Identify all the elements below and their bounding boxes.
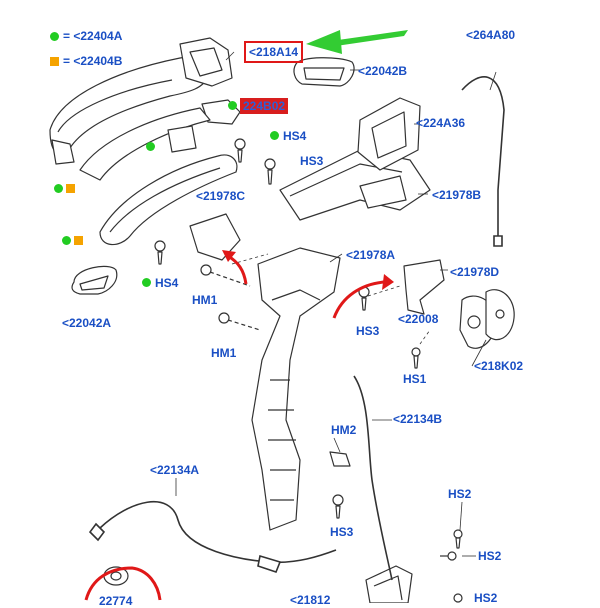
part-label-hs3-lower: HS3 [330,525,354,539]
green-pointer-arrow [306,30,408,54]
part-label-hs4-lower: HS4 [155,276,179,290]
part-label-22042b: <22042B [358,64,408,78]
green-marker [54,184,63,193]
orange-marker [66,184,75,193]
part-label-264a80: <264A80 [466,28,516,42]
part-label-224b02: 224B02 [240,98,289,114]
part-label-hm1-lower: HM1 [211,346,237,360]
lock-cylinder-part [167,125,197,153]
red-arc-bottom [84,566,162,601]
legend-orange-label: = <22404B [63,54,123,68]
green-marker [142,278,151,287]
green-marker [228,101,237,110]
plate-21978c-part [189,213,241,261]
cable-22134a-part [99,501,337,564]
cable-22134b-part [353,375,393,581]
green-marker [62,236,71,245]
legend-orange-square [50,57,59,66]
part-label-hs4-top: HS4 [283,129,307,143]
actuator-224a36-part [357,97,421,171]
screw-hs3-part [264,158,276,170]
part-label-21978a: <21978A [346,248,396,262]
legend-green-dot [50,32,59,41]
part-label-21812: <21812 [290,593,331,607]
part-label-21978d: <21978D [450,265,500,279]
screw-hs4-part [234,138,246,150]
part-label-21978b: <21978B [432,188,482,202]
part-label-22042a: <22042A [62,316,112,330]
part-label-hs2-mid: HS2 [478,549,502,563]
clip-21978d-part [403,259,445,315]
handle-base-part [99,154,238,246]
part-label-21978c: <21978C [196,189,246,203]
part-label-218a14: <218A14 [244,41,304,63]
part-label-22774: 22774 [99,594,133,608]
part-label-224a36: <224A36 [416,116,466,130]
part-label-22134a: <22134A [150,463,200,477]
part-label-hm1-top: HM1 [192,293,218,307]
part-label-22008: <22008 [398,312,439,326]
part-label-hm2: HM2 [331,423,357,437]
red-arrow-right [332,280,385,319]
part-label-hs1: HS1 [403,372,427,386]
part-label-22134b: <22134B [393,412,443,426]
green-marker [270,131,279,140]
part-label-hs2-bottom: HS2 [474,591,498,605]
part-label-hs3-top: HS3 [300,154,324,168]
carrier-21978a-part [251,247,341,531]
part-label-hs3-mid: HS3 [356,324,380,338]
cable-264a80-part [461,76,505,236]
orange-marker [74,236,83,245]
green-marker [146,142,155,151]
legend-green-label: = <22404A [63,29,123,43]
handle-end-cap [51,139,75,165]
handle-frame-part [79,107,211,181]
part-label-218k02: <218K02 [474,359,524,373]
handle-cap-part [179,37,233,87]
part-label-hs2-top: HS2 [448,487,472,501]
lock-assembly-21812-part [365,565,413,603]
